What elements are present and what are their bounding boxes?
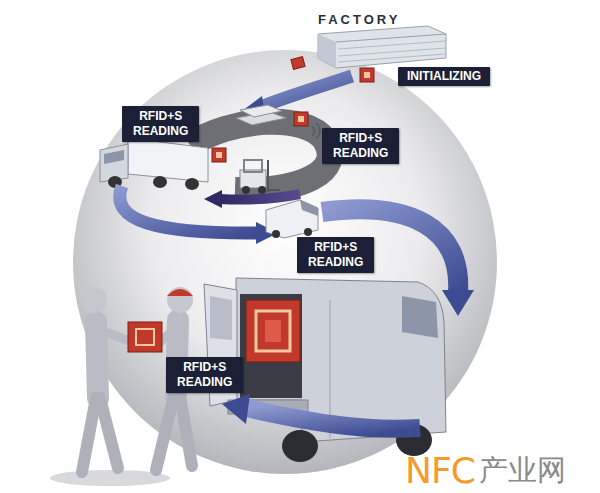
stage-label: RFID+S READING (322, 128, 399, 164)
stage-label: INITIALIZING (398, 67, 490, 86)
stage-label: RFID+S READING (166, 357, 243, 393)
stage-text: RFID+S READING (308, 240, 363, 270)
watermark: NFC (405, 450, 475, 491)
stage-text: RFID+S READING (177, 360, 232, 390)
stage-label: RFID+S READING (122, 106, 199, 142)
small-van (266, 200, 318, 238)
stage-text: RFID+S READING (333, 131, 388, 161)
pallets (236, 105, 308, 126)
truck (100, 138, 226, 190)
building-title: FACTORY (318, 12, 400, 27)
stage-text: INITIALIZING (407, 69, 481, 84)
stage-label: RFID+S READING (297, 237, 374, 273)
watermark: 产业网 (479, 451, 566, 491)
forklift (240, 160, 280, 194)
stage-text: RFID+S READING (133, 109, 188, 139)
